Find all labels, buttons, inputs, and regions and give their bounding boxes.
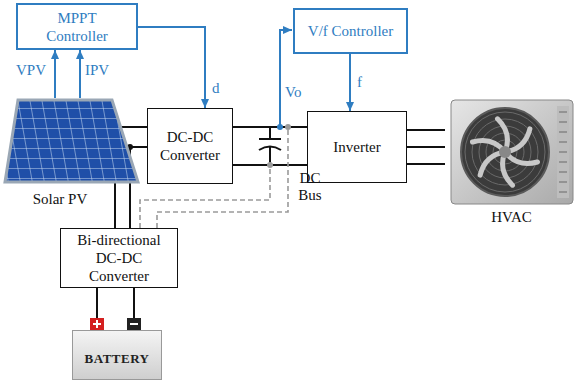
signal-arrow: [138, 27, 205, 108]
node-label: BATTERY: [85, 350, 150, 368]
vent-slot: [559, 141, 567, 142]
minus-symbol: [130, 323, 138, 325]
hvac-side-panel: [557, 106, 569, 198]
junction-dot: [277, 124, 283, 130]
converter-box: DC-DC Converter: [147, 108, 233, 184]
grille-ring: [465, 112, 545, 192]
signal-label: f: [357, 74, 362, 91]
node-label: MPPT Controller: [35, 9, 120, 45]
vent-slot: [559, 121, 567, 122]
plus-symbol: [93, 320, 101, 328]
solar-panel-illustration: [5, 98, 145, 188]
signal-arrow: [79, 50, 81, 98]
controller-box: V/f Controller: [293, 8, 408, 54]
node-label: Bi-directional DC-DC Converter: [65, 231, 173, 285]
hvac-node: HVAC: [445, 96, 578, 226]
node-label: DC-DC Converter: [153, 128, 228, 164]
fan-grille: [461, 108, 549, 196]
junction-dot: [267, 162, 273, 168]
vent-slot: [559, 151, 567, 152]
fan-hub: [499, 146, 511, 158]
controller-box: MPPT Controller: [16, 3, 138, 50]
battery-body: BATTERY: [72, 330, 162, 380]
solar-panel-node: Solar PV: [5, 98, 115, 208]
junction-dot: [285, 124, 291, 130]
converter-box: Inverter: [307, 111, 407, 183]
ac-wire: [407, 130, 445, 164]
vent-slot: [559, 191, 567, 192]
signal-label: VPV: [16, 62, 46, 79]
node-label: Solar PV: [5, 190, 115, 208]
node-label: HVAC: [491, 208, 532, 226]
signal-arrow: [349, 54, 351, 111]
hvac-unit-illustration: [445, 96, 578, 208]
signal-arrow: [54, 50, 56, 98]
vent-slot: [559, 131, 567, 132]
voltage-sense-line: [280, 30, 292, 127]
vent-slot: [559, 161, 567, 162]
solar-panel: [5, 100, 138, 182]
vent-slot: [559, 181, 567, 182]
hvac-housing: [451, 100, 573, 204]
voltage-label: Vo: [285, 84, 301, 101]
signal-label: IPV: [85, 62, 109, 79]
bus-label: DC Bus: [293, 170, 327, 204]
positive-terminal: [90, 318, 104, 330]
node-label: Inverter: [333, 138, 380, 156]
converter-box: Bi-directional DC-DC Converter: [60, 228, 178, 288]
negative-terminal: [127, 318, 141, 330]
capacitor-plate: [259, 138, 281, 140]
grille-ring: [472, 119, 538, 185]
capacitor-plate: [259, 147, 281, 151]
node-label: V/f Controller: [308, 22, 393, 40]
power-wire: [407, 146, 445, 148]
signal-label: d: [212, 80, 220, 97]
vent-slot: [559, 111, 567, 112]
vent-slot: [559, 171, 567, 172]
